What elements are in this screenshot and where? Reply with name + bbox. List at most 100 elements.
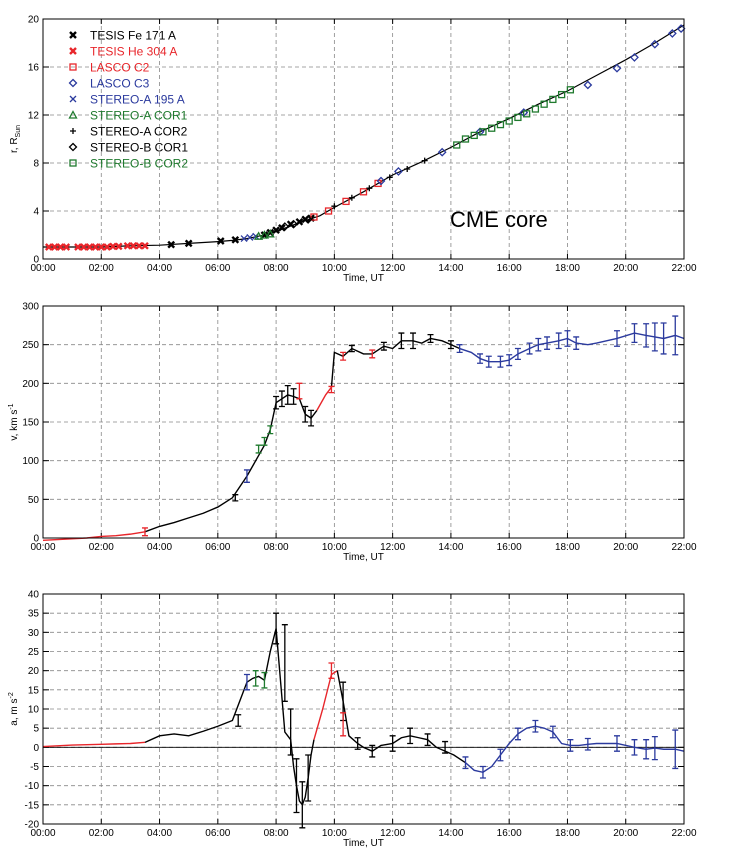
error-bar [651, 735, 658, 761]
legend-marker [69, 31, 77, 39]
error-bar [398, 332, 405, 350]
legend-label: STEREO-A 195 A [90, 93, 185, 107]
x-tick-label: 02:00 [89, 828, 114, 839]
x-tick-label: 06:00 [205, 263, 230, 274]
error-bar [252, 670, 259, 687]
error-bar [407, 727, 414, 745]
error-bar [672, 729, 679, 770]
data-point [667, 28, 677, 38]
cme-core-annotation: CME core [450, 207, 548, 232]
legend-label: STEREO-A COR2 [90, 125, 188, 139]
series-line [330, 337, 460, 388]
data-point [254, 231, 264, 240]
series-line [313, 670, 338, 740]
series-lasco-c2 [310, 179, 382, 221]
x-tick-label: 02:00 [89, 542, 114, 553]
x-tick-label: 10:00 [322, 828, 347, 839]
y-tick-label: -10 [25, 781, 40, 792]
y-tick-label: 100 [22, 456, 39, 467]
y-tick-label: 5 [33, 724, 39, 735]
data-point [123, 241, 132, 250]
y-tick-label: 16 [28, 63, 40, 74]
x-tick-label: 22:00 [671, 263, 696, 274]
y-tick-label: 20 [28, 15, 40, 26]
error-bar [660, 322, 667, 355]
error-bar [305, 754, 312, 802]
data-point [359, 188, 368, 196]
x-tick-label: 16:00 [497, 263, 522, 274]
error-bar [456, 344, 463, 354]
error-bar [549, 725, 556, 739]
data-point [91, 243, 100, 251]
error-bar [477, 353, 484, 364]
error-bar [328, 385, 335, 394]
error-bar [328, 662, 335, 679]
y-tick-label: 35 [28, 609, 40, 620]
data-point [437, 147, 447, 157]
data-point [549, 95, 557, 104]
data-point [523, 110, 531, 118]
data-point [461, 135, 470, 143]
error-bar [278, 390, 285, 408]
error-bar [651, 322, 658, 352]
data-point [135, 241, 143, 250]
x-tick-label: 20:00 [613, 263, 638, 274]
data-point [265, 228, 275, 238]
error-bar [462, 756, 469, 770]
data-point [479, 128, 487, 136]
plot-frame [42, 18, 685, 260]
data-point [216, 237, 225, 245]
error-bar [235, 714, 242, 727]
y-axis-label: a, m s-2 [8, 692, 20, 726]
error-bar [141, 527, 148, 537]
y-tick-label: 0 [33, 255, 39, 266]
y-tick-label: 20 [28, 666, 40, 677]
data-point [630, 52, 639, 62]
data-point [394, 166, 403, 176]
y-tick-label: -5 [30, 762, 39, 773]
data-point [470, 131, 478, 140]
error-bar [273, 612, 280, 645]
error-bar [299, 781, 306, 829]
data-point [272, 226, 280, 235]
y-tick-label: 200 [22, 379, 39, 390]
data-point [324, 207, 333, 215]
data-point [303, 214, 313, 224]
y-tick-label: 0 [33, 743, 39, 754]
data-point [342, 197, 350, 206]
data-point [505, 117, 513, 125]
legend-label: TESIS He 304 A [90, 45, 177, 59]
error-bar [424, 733, 431, 747]
x-tick-label: 04:00 [147, 542, 172, 553]
error-bar [544, 336, 551, 350]
x-axis-label: Time, UT [343, 552, 384, 563]
data-point [650, 39, 660, 49]
data-point [141, 241, 149, 250]
x-tick-label: 16:00 [497, 828, 522, 839]
series-tesis-he-304-a [44, 241, 149, 251]
series-stereo-b-cor1 [280, 214, 313, 232]
data-point [50, 243, 59, 251]
error-bar [555, 332, 562, 350]
x-tick-label: 10:00 [322, 542, 347, 553]
x-tick-label: 22:00 [671, 828, 696, 839]
error-bar [427, 333, 434, 343]
data-point [348, 194, 355, 201]
series-lasco-c3 [376, 24, 686, 186]
error-bar [410, 332, 417, 350]
error-bar [255, 444, 262, 454]
data-point [421, 157, 428, 164]
error-bar [340, 712, 347, 737]
x-tick-label: 04:00 [147, 828, 172, 839]
series-line [144, 394, 318, 533]
data-point [103, 243, 111, 251]
data-point [540, 100, 548, 108]
y-tick-label: 0 [33, 534, 39, 545]
legend-marker [68, 142, 78, 152]
legend-marker [68, 78, 78, 88]
error-bar [631, 739, 638, 756]
x-tick-label: 00:00 [30, 828, 55, 839]
series-line [42, 531, 146, 542]
data-point [231, 235, 240, 244]
